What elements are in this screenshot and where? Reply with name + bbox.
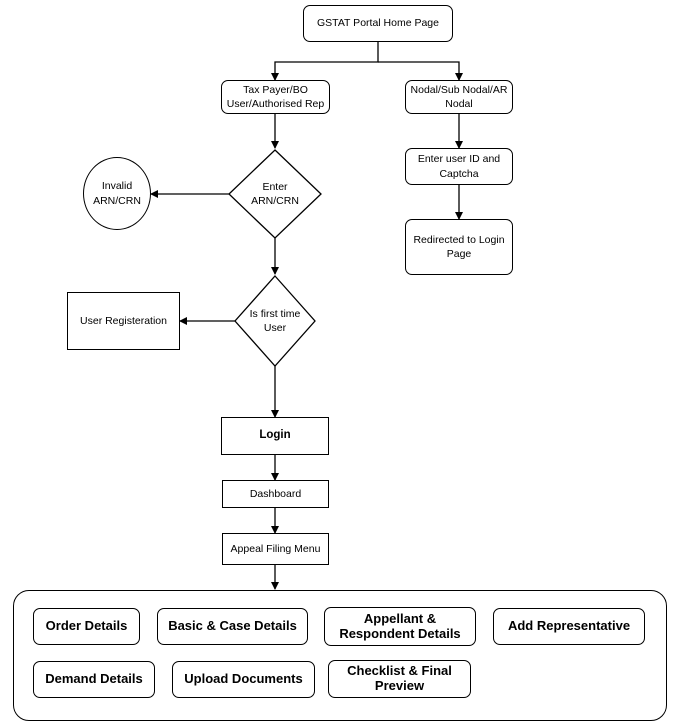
checklist-final-preview-item: Checklist & Final Preview [328,660,471,698]
decision-first-time [234,275,316,367]
connector-home-taxpayer [271,42,379,81]
enter-userid-node: Enter user ID and Captcha [405,148,513,185]
upload-documents-item: Upload Documents [172,661,315,698]
redirect-login-node: Redirected to Login Page [405,219,513,275]
dashboard-node: Dashboard [222,480,329,508]
add-representative-item: Add Representative [493,608,645,645]
demand-details-item: Demand Details [33,661,155,698]
decision-enter-arn [228,149,322,239]
order-details-item: Order Details [33,608,140,645]
connector-home-nodal [378,61,463,81]
appeal-filing-menu-node: Appeal Filing Menu [222,533,329,565]
login-node: Login [221,417,329,455]
home-page-node: GSTAT Portal Home Page [303,5,453,42]
enter-arn-label: Enter ARN/CRN [251,180,299,207]
invalid-arn-node: Invalid ARN/CRN [83,157,151,230]
nodal-node: Nodal/Sub Nodal/AR Nodal [405,80,513,114]
appellant-respondent-item: Appellant & Respondent Details [324,607,476,646]
appeal-menu-group [13,590,667,721]
user-registration-node: User Registeration [67,292,180,350]
first-time-user-label: Is first time User [249,307,301,334]
taxpayer-node: Tax Payer/BO User/Authorised Rep [221,80,330,114]
basic-case-details-item: Basic & Case Details [157,608,308,645]
